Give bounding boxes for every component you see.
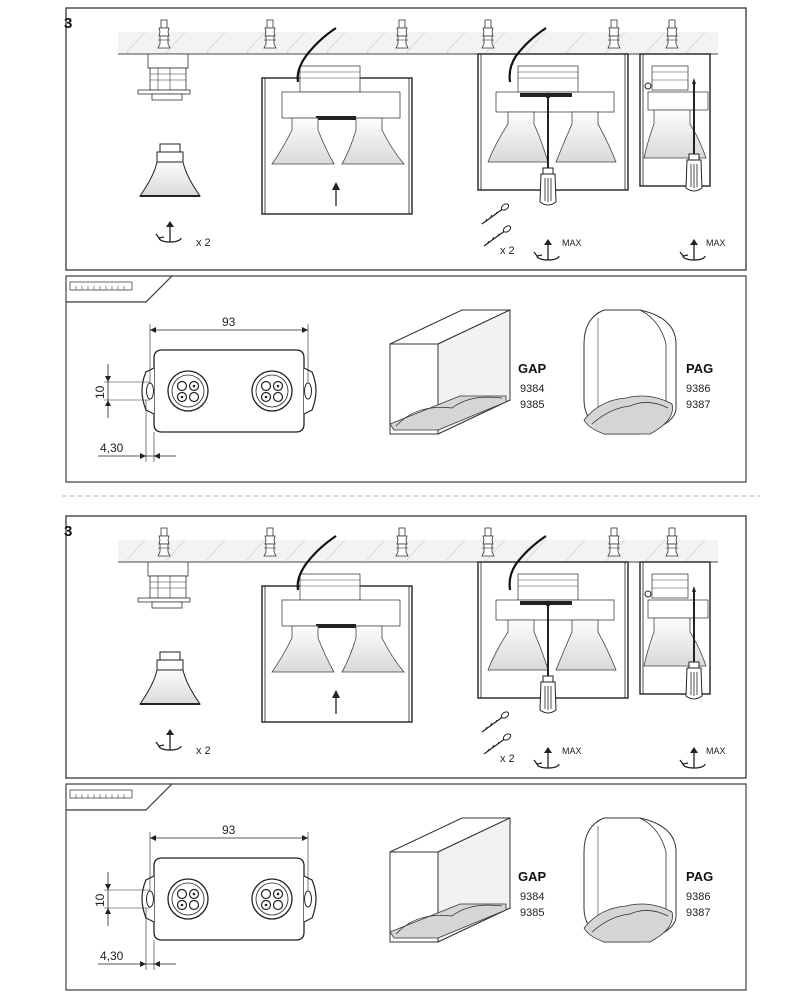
model-gap-code-1: 9384 — [520, 891, 544, 903]
step-number: 3 — [64, 15, 72, 32]
model-gap-code-2: 9385 — [520, 907, 544, 919]
dimension-height: 10 — [93, 893, 107, 907]
dimension-width: 93 — [222, 823, 236, 837]
model-pag-name: PAG — [686, 869, 713, 884]
model-pag-name: PAG — [686, 361, 713, 376]
max-torque-label-a: MAX — [562, 746, 582, 756]
model-pag-code-1: 9386 — [686, 383, 710, 395]
screw-quantity-label: x 2 — [500, 753, 515, 765]
dimension-offset: 4,30 — [100, 441, 124, 455]
assembly-section-2: 3 x 2 x 2 MAX MAX 93 10 4,30 GAP 9384 93… — [64, 516, 746, 990]
max-torque-label-b: MAX — [706, 746, 726, 756]
model-gap-name: GAP — [518, 361, 547, 376]
bulb-quantity-label: x 2 — [196, 237, 211, 249]
step-number: 3 — [64, 523, 72, 540]
model-gap-name: GAP — [518, 869, 547, 884]
screw-quantity-label: x 2 — [500, 245, 515, 257]
assembly-section-1: 3 x 2 x 2 MAX MAX 93 10 4,30 GAP 9384 93… — [64, 8, 746, 482]
bulb-quantity-label: x 2 — [196, 745, 211, 757]
dimension-height: 10 — [93, 385, 107, 399]
model-pag-code-2: 9387 — [686, 907, 710, 919]
dimension-offset: 4,30 — [100, 949, 124, 963]
model-pag-code-1: 9386 — [686, 891, 710, 903]
max-torque-label-b: MAX — [706, 238, 726, 248]
model-gap-code-2: 9385 — [520, 399, 544, 411]
model-pag-code-2: 9387 — [686, 399, 710, 411]
model-gap-code-1: 9384 — [520, 383, 544, 395]
max-torque-label-a: MAX — [562, 238, 582, 248]
dimension-width: 93 — [222, 315, 236, 329]
